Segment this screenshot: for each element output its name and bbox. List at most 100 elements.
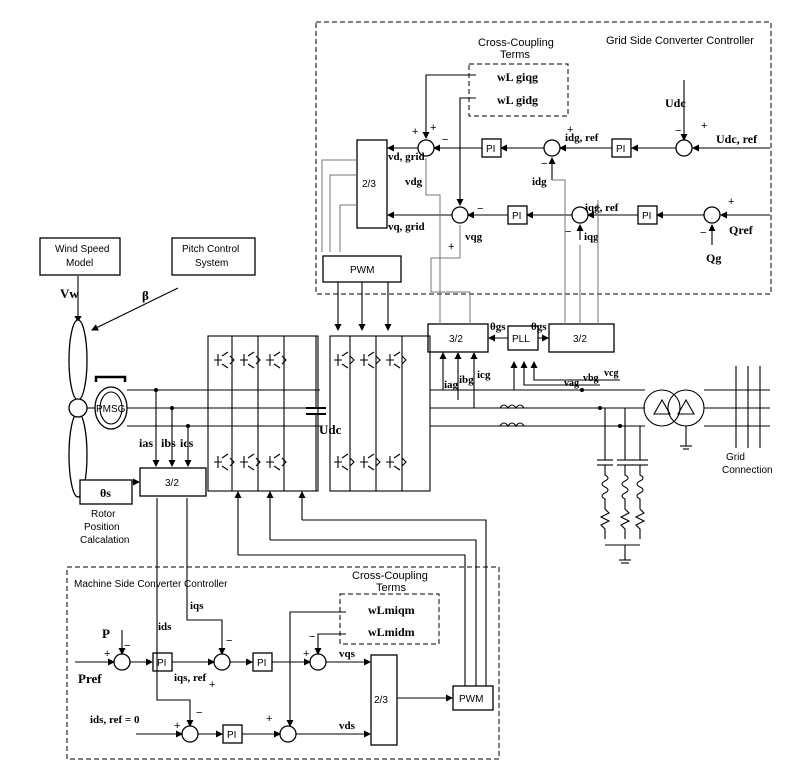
grid-vqg-label: vqg bbox=[465, 231, 483, 243]
grid-vd-grid-label: vd, grid bbox=[388, 151, 425, 163]
machine-side-controller: Machine Side Converter Controller Cross-… bbox=[66, 498, 500, 760]
svg-text:+: + bbox=[594, 202, 600, 214]
grid-cc-title-line2: Terms bbox=[500, 49, 530, 61]
ic-grid-label: icg bbox=[477, 369, 491, 381]
svg-text:2/3: 2/3 bbox=[362, 179, 376, 190]
switch-glyphs bbox=[214, 351, 407, 471]
rotor-pos-line3: Calcalation bbox=[80, 535, 129, 546]
vw-label: Vw bbox=[60, 286, 79, 301]
grid-vq-grid-label: vq, grid bbox=[388, 221, 425, 233]
grid-voltage-transform bbox=[548, 323, 615, 353]
hub bbox=[68, 398, 88, 418]
machine-cc-box bbox=[339, 593, 440, 645]
svg-text:3/2: 3/2 bbox=[573, 334, 587, 345]
machine-ids-sum bbox=[181, 725, 199, 743]
grid-side-converter bbox=[329, 335, 431, 492]
svg-text:+: + bbox=[266, 713, 272, 725]
grid-cc-term-1: wL giqg bbox=[497, 70, 538, 84]
transformer-secondary bbox=[667, 389, 705, 427]
grid-qg-label: Qg bbox=[706, 251, 721, 265]
grid-current-transform bbox=[427, 323, 489, 353]
svg-text:+: + bbox=[104, 648, 110, 660]
grid-idg-label: idg bbox=[532, 176, 547, 188]
grid-transform-23 bbox=[356, 139, 388, 229]
svg-text:PI: PI bbox=[157, 658, 166, 669]
transformer-primary bbox=[643, 389, 681, 427]
svg-text:2/3: 2/3 bbox=[374, 695, 388, 706]
grid-iqg-label: iqg bbox=[584, 231, 599, 243]
theta-s-label: θs bbox=[100, 486, 111, 500]
svg-text:3/2: 3/2 bbox=[165, 478, 179, 489]
svg-text:PWM: PWM bbox=[459, 694, 483, 705]
grid-qref-label: Qref bbox=[729, 223, 754, 237]
turbine-section: Wind Speed Model Pitch Control System Vw… bbox=[39, 237, 320, 546]
va-grid-label: vag bbox=[564, 378, 579, 389]
udc-cap-label: Udc bbox=[319, 422, 342, 437]
grid-pwm bbox=[322, 255, 402, 283]
iqs-label: iqs bbox=[190, 600, 204, 612]
svg-text:−: − bbox=[196, 707, 202, 719]
svg-text:3/2: 3/2 bbox=[449, 334, 463, 345]
measurement-blocks: 3/2 PLL 3/2 θgs θgs iag ibg icg vag vbg … bbox=[425, 158, 620, 408]
svg-text:PLL: PLL bbox=[512, 334, 530, 345]
rotor-pos-line1: Rotor bbox=[91, 509, 116, 520]
grid-controller-frame bbox=[315, 21, 772, 295]
blade-top bbox=[68, 319, 88, 401]
machine-pwm bbox=[452, 685, 494, 711]
svg-text:Model: Model bbox=[66, 258, 93, 269]
converters: Udc bbox=[207, 335, 487, 686]
svg-text:PWM: PWM bbox=[350, 265, 374, 276]
ids-label: ids bbox=[158, 621, 172, 633]
svg-text:+: + bbox=[174, 720, 180, 732]
grid-cc-title-line1: Cross-Coupling bbox=[478, 37, 554, 49]
machine-controller-title: Machine Side Converter Controller bbox=[74, 579, 228, 590]
pitch-control-system bbox=[171, 237, 256, 276]
grid-connection-line1: Grid bbox=[726, 452, 745, 463]
machine-cc-term-1: wLmiqm bbox=[368, 603, 415, 617]
machine-controller-frame bbox=[66, 566, 500, 760]
ia-grid-label: iag bbox=[444, 379, 459, 391]
svg-text:+: + bbox=[209, 679, 215, 691]
theta-gs-right: θgs bbox=[531, 321, 547, 333]
grid-signs: + − + + − + − − + + − + − bbox=[412, 120, 734, 253]
iqs-ref-label: iqs, ref bbox=[174, 672, 207, 684]
grid-cc-box bbox=[468, 63, 569, 117]
p-label: P bbox=[102, 626, 110, 641]
svg-text:+: + bbox=[430, 122, 436, 134]
svg-text:PI: PI bbox=[257, 658, 266, 669]
grid-idg-sum bbox=[543, 139, 561, 157]
ics-label: ics bbox=[180, 436, 194, 450]
svg-text:+: + bbox=[701, 120, 707, 132]
svg-text:+: + bbox=[448, 241, 454, 253]
svg-text:Pitch Control: Pitch Control bbox=[182, 244, 239, 255]
machine-vd-sum bbox=[279, 725, 297, 743]
svg-text:PI: PI bbox=[616, 144, 625, 155]
svg-text:PI: PI bbox=[512, 211, 521, 222]
grid-udc-sum bbox=[675, 139, 693, 157]
vc-grid-label: vcg bbox=[604, 368, 618, 379]
machine-vq-sum bbox=[309, 653, 327, 671]
machine-cc-title-line1: Cross-Coupling bbox=[352, 570, 428, 582]
grid-vq-sum bbox=[451, 206, 469, 224]
pmsg-label: PMSG bbox=[96, 404, 126, 415]
theta-gs-left: θgs bbox=[490, 321, 506, 333]
svg-text:+: + bbox=[412, 126, 418, 138]
svg-text:−: − bbox=[124, 640, 130, 652]
svg-text:−: − bbox=[309, 631, 315, 643]
ib-grid-label: ibg bbox=[459, 374, 474, 386]
svg-text:+: + bbox=[567, 124, 573, 136]
grid-udc-ref-label: Udc, ref bbox=[716, 132, 758, 146]
svg-text:PI: PI bbox=[486, 144, 495, 155]
grid-q-sum bbox=[703, 206, 721, 224]
machine-p-sum bbox=[113, 653, 131, 671]
machine-iqs-sum bbox=[213, 653, 231, 671]
svg-text:−: − bbox=[565, 226, 571, 238]
vds-label: vds bbox=[339, 720, 356, 732]
ibs-label: ibs bbox=[161, 436, 176, 450]
machine-transform-23 bbox=[370, 654, 398, 746]
vqs-label: vqs bbox=[339, 648, 356, 660]
ias-label: ias bbox=[139, 436, 153, 450]
machine-current-transform bbox=[139, 467, 207, 497]
ids-ref-label: ids, ref = 0 bbox=[90, 714, 140, 726]
